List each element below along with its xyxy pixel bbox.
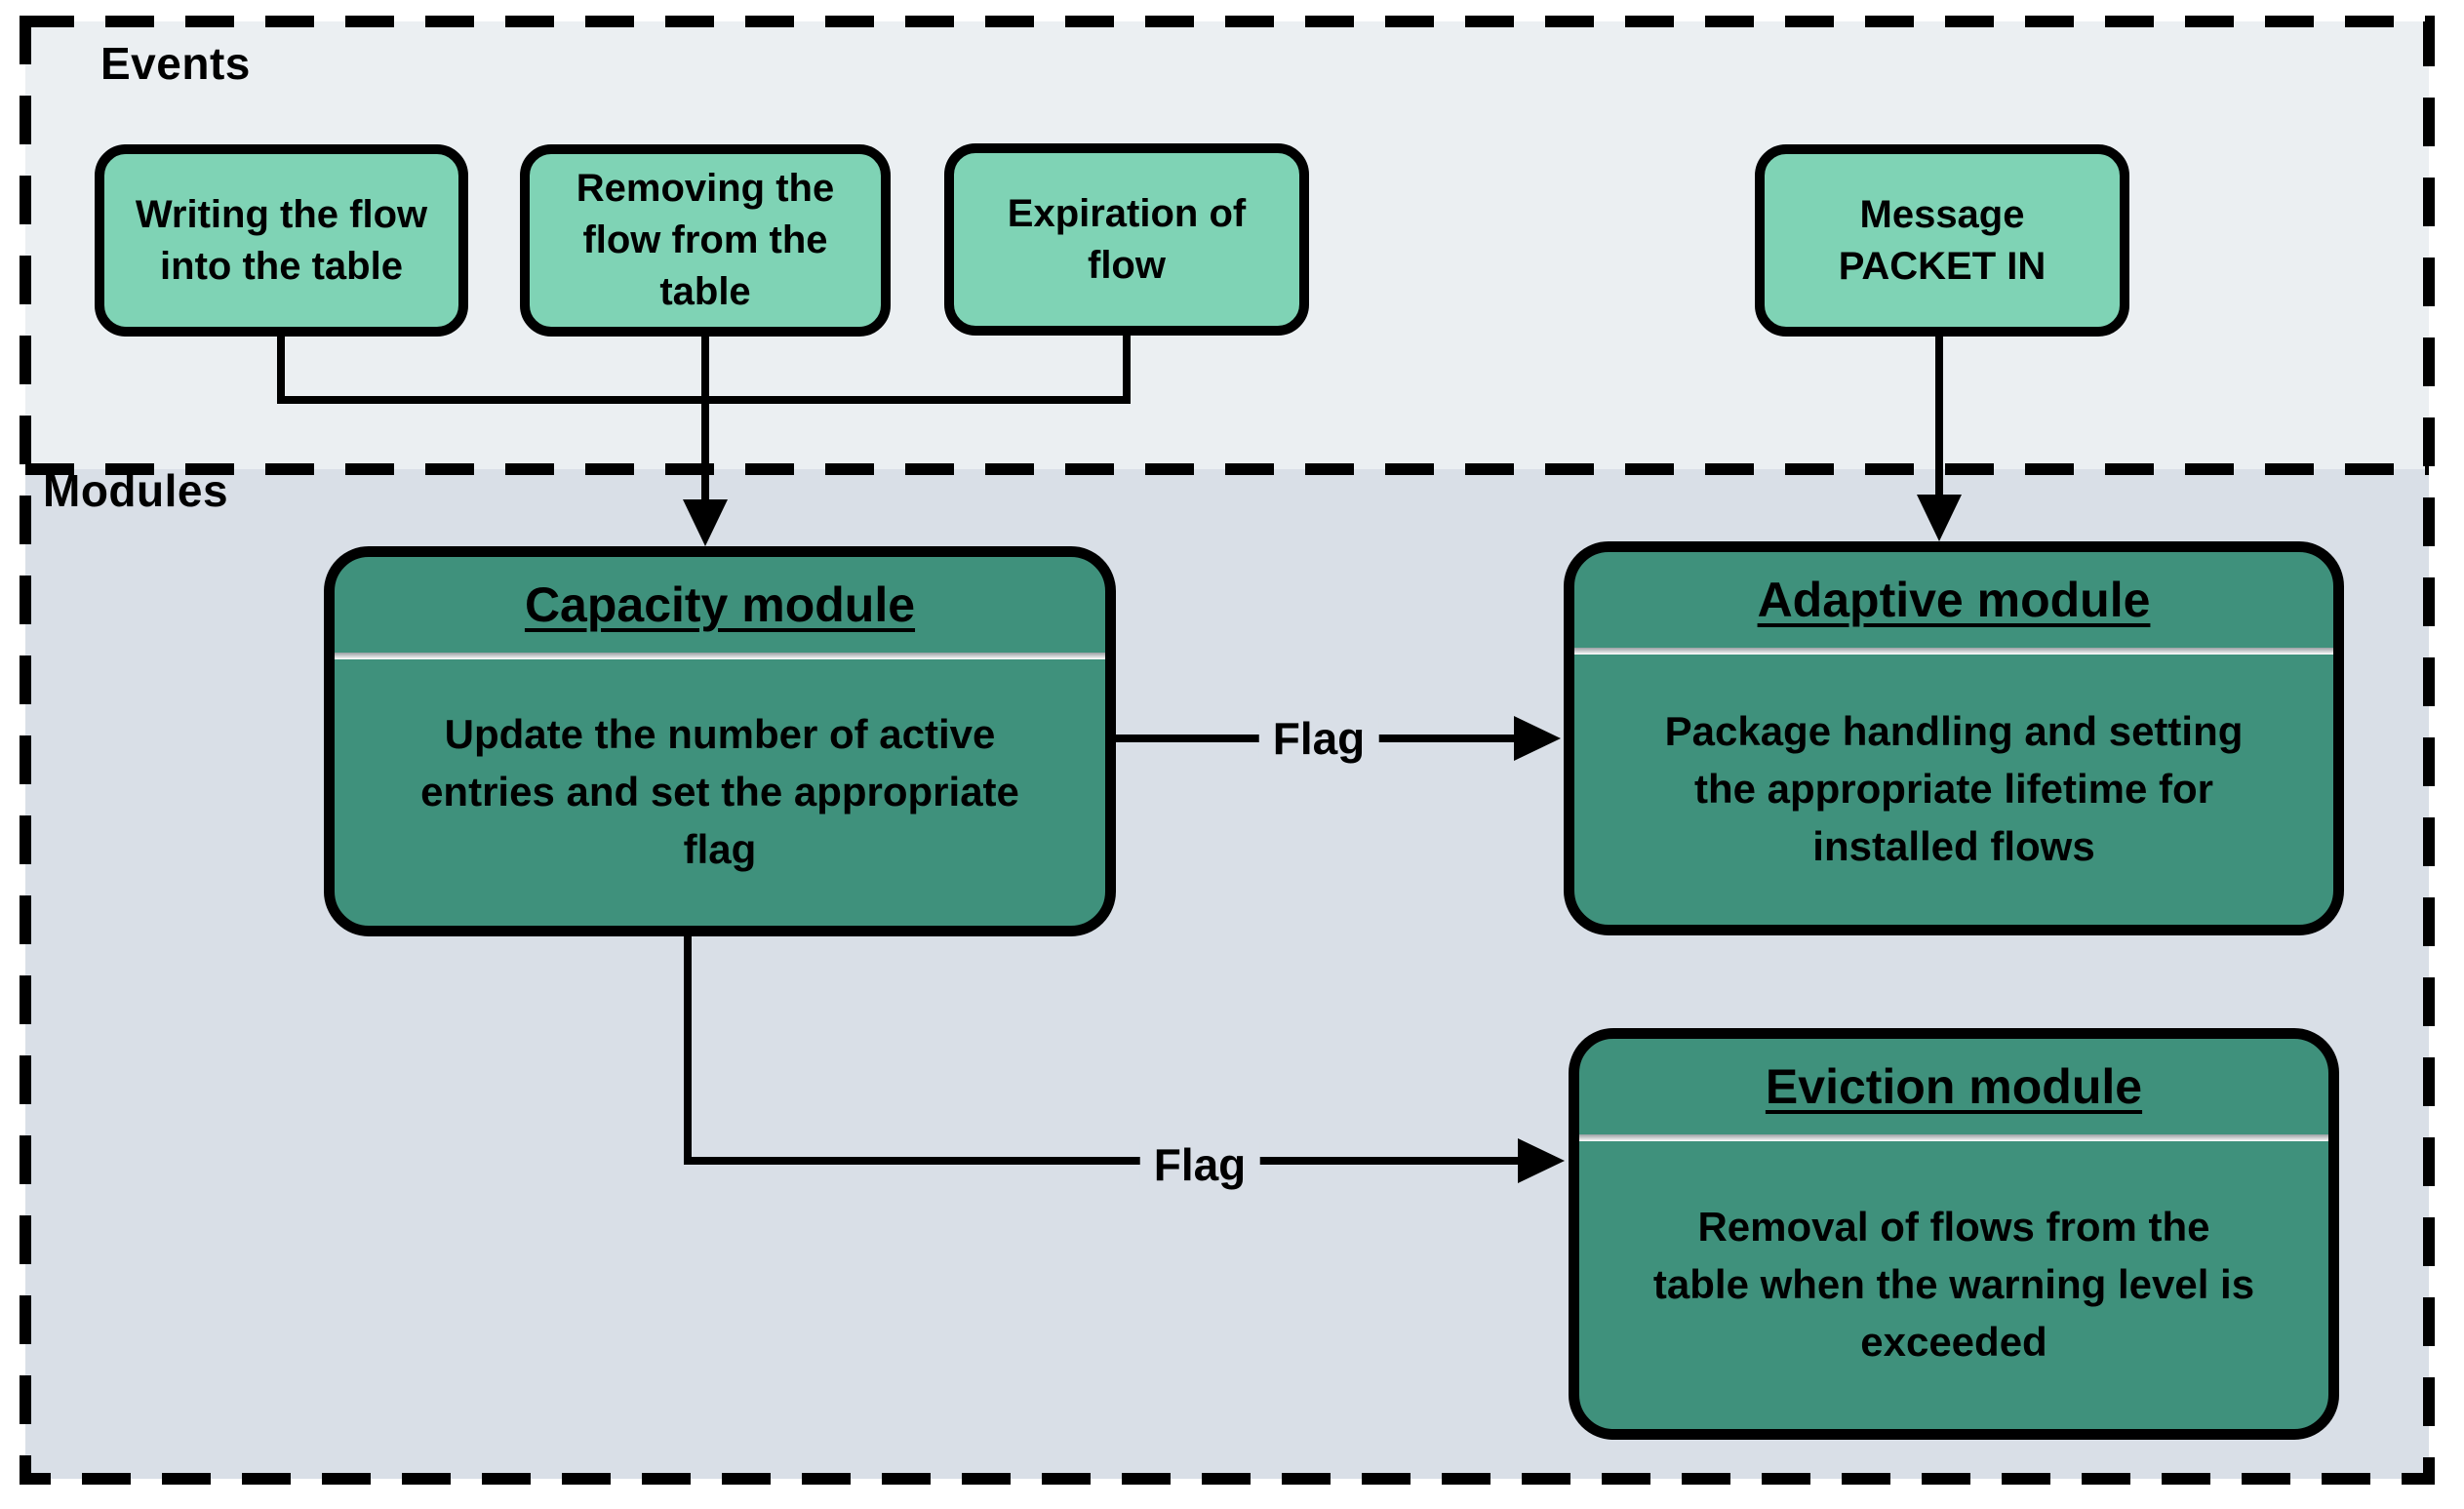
module-box-capacity: Capacity module Update the number of act… <box>324 546 1116 936</box>
event-box-message-packet-in: Message PACKET IN <box>1755 144 2129 337</box>
capacity-module-title: Capacity module <box>524 577 916 632</box>
adaptive-module-separator <box>1574 648 2333 655</box>
arrow-capacity-to-eviction <box>684 934 1549 1165</box>
outer-dashed-border <box>20 16 2435 1485</box>
modules-section-label: Modules <box>43 465 229 516</box>
eviction-module-title: Eviction module <box>1765 1059 2143 1114</box>
capacity-module-separator <box>335 653 1105 659</box>
flag-label-capacity-to-adaptive: Flag <box>1258 715 1379 762</box>
capacity-module-description: Update the number of active entries and … <box>420 711 1019 872</box>
module-box-adaptive: Adaptive module Package handling and set… <box>1564 541 2344 935</box>
events-section-label: Events <box>100 38 251 89</box>
arrowhead-capacity-to-adaptive <box>1514 716 1561 761</box>
eviction-module-separator <box>1579 1134 2328 1141</box>
module-box-eviction: Eviction module Removal of flows from th… <box>1569 1028 2339 1440</box>
adaptive-module-description: Package handling and setting the appropr… <box>1664 708 2244 869</box>
event-box-expiration-of-flow: Expiration of flow <box>944 143 1309 336</box>
eviction-module-description: Removal of flows from the table when the… <box>1652 1204 2255 1365</box>
flag-label-capacity-to-eviction: Flag <box>1139 1141 1260 1188</box>
arrowhead-capacity-to-eviction <box>1518 1138 1565 1183</box>
adaptive-module-title: Adaptive module <box>1757 573 2151 627</box>
arrowhead-packetin-to-adaptive <box>1917 495 1962 541</box>
event-box-writing-flow: Writing the flow into the table <box>95 144 468 337</box>
arrowhead-events-to-capacity <box>683 499 728 546</box>
event-box-removing-flow: Removing the flow from the table <box>520 144 891 337</box>
